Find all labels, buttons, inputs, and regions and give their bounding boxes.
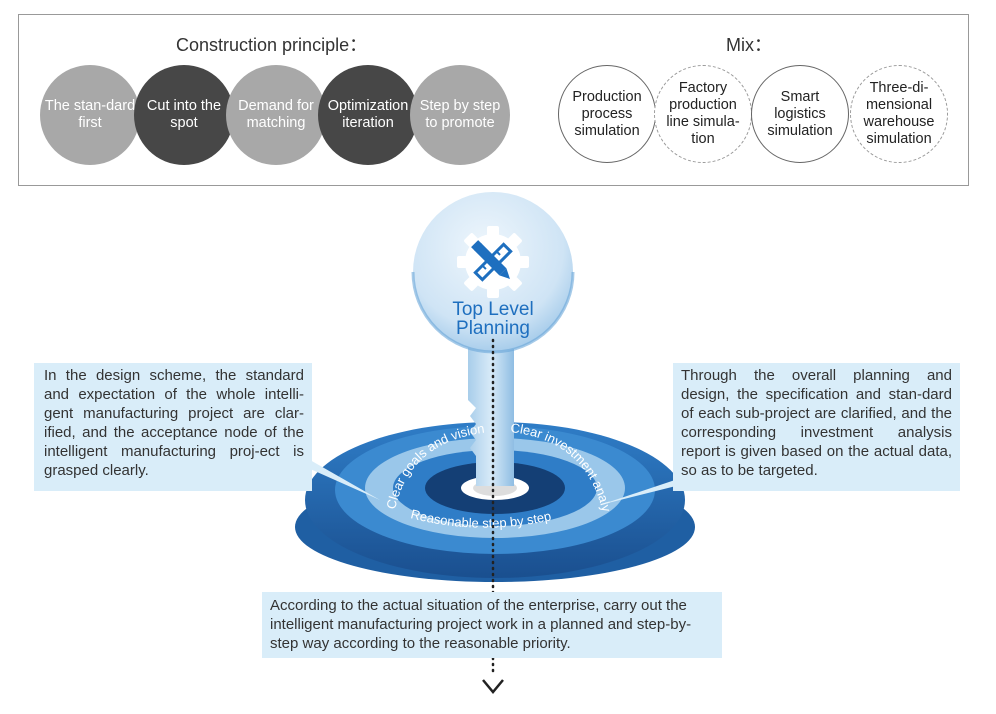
principle-circle-step-by-step: Step by step to promote <box>410 65 510 165</box>
construction-principle-heading: Construction principle： <box>176 35 368 55</box>
mix-circle-warehouse: Three-di-mensional warehouse simulation <box>850 65 948 163</box>
mix-circle-smart-logistics: Smart logistics simulation <box>751 65 849 163</box>
left-callout-pointer <box>290 460 380 500</box>
planning-ring <box>305 422 685 578</box>
mix-circle-production-process: Production process simulation <box>558 65 656 163</box>
left-callout: In the design scheme, the standard and e… <box>34 363 312 491</box>
pencil-ruler-icon <box>457 226 529 298</box>
mix-heading: Mix： <box>726 35 772 55</box>
key-shaft <box>468 330 514 486</box>
principle-circle-demand-matching: Demand for matching <box>226 65 326 165</box>
bottom-callout: According to the actual situation of the… <box>262 592 722 658</box>
right-callout: Through the overall planning and design,… <box>673 363 960 491</box>
key-title: Top Level Planning <box>438 300 548 338</box>
principle-circle-standard-first: The stan-dard first <box>40 65 140 165</box>
key-title-line1: Top Level <box>452 299 534 320</box>
key-title-line2: Planning <box>456 318 530 339</box>
chevron-down-icon <box>482 679 504 694</box>
mix-circle-factory-line: Factory production line simula-tion <box>654 65 752 163</box>
principle-circle-optimization-iteration: Optimization iteration <box>318 65 418 165</box>
principle-circle-cut-into-spot: Cut into the spot <box>134 65 234 165</box>
